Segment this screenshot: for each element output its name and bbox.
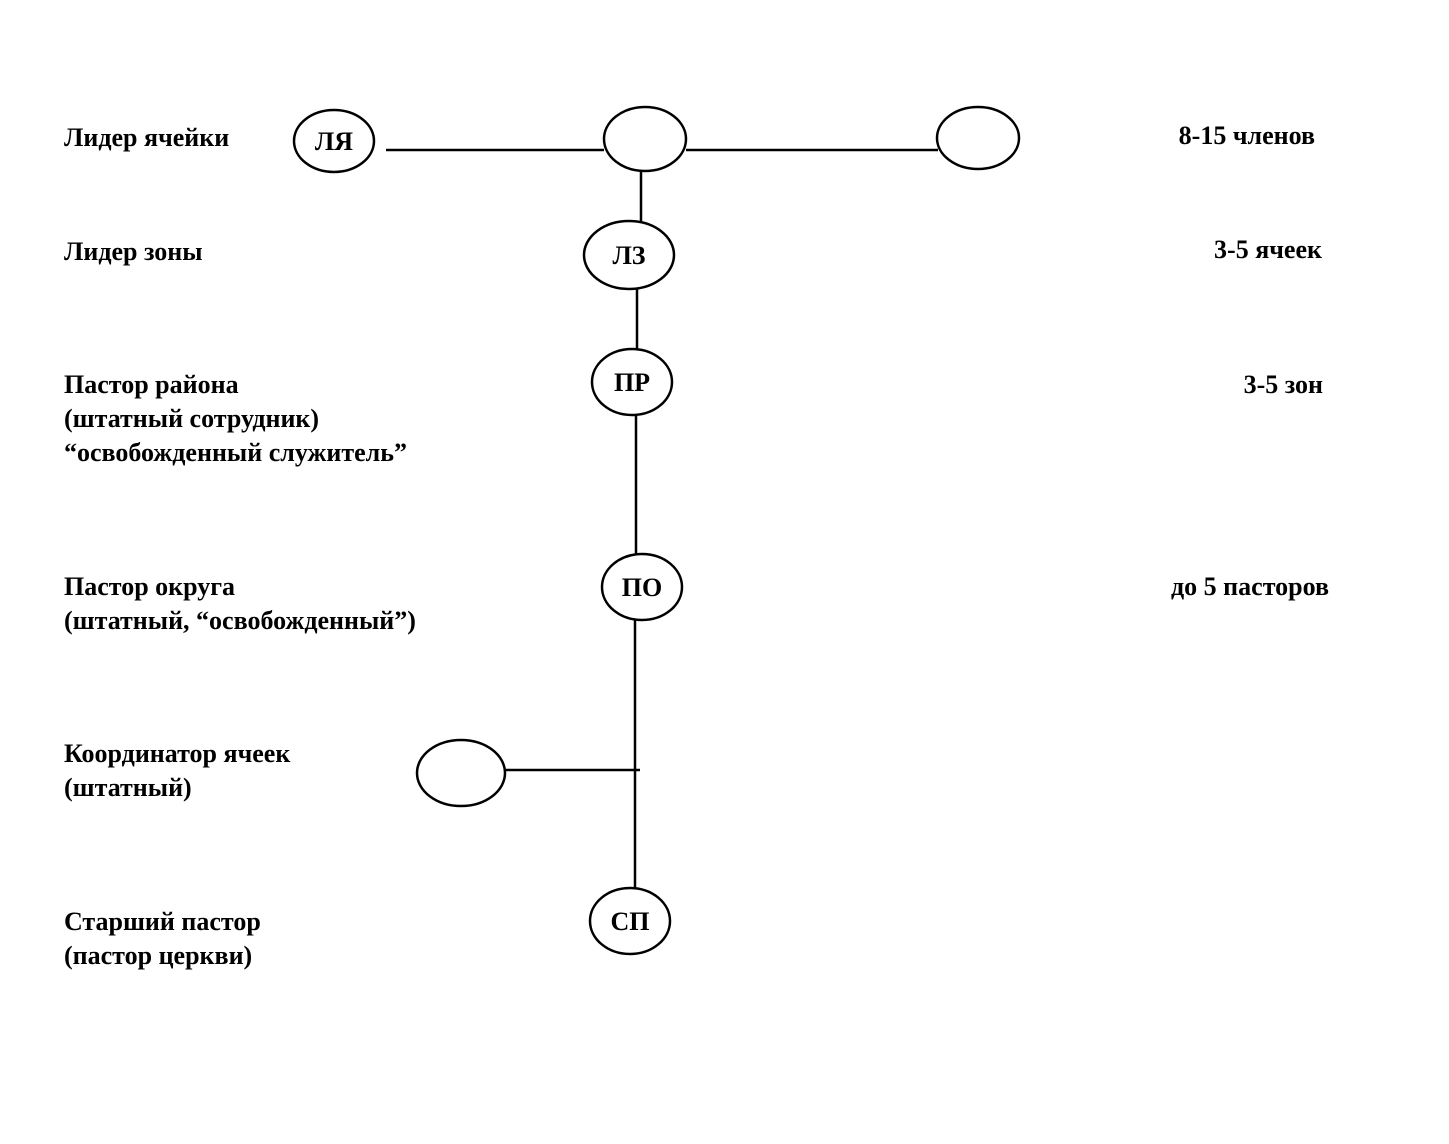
role-line: Пастор района [64,370,239,399]
role-line: (штатный, “освобожденный”) [64,606,416,635]
role-label-cell-leader: Лидер ячейки [64,121,229,155]
node-label-cell-leader: ЛЯ [315,127,353,156]
role-label-senior-pastor: Старший пастор (пастор церкви) [64,905,261,973]
role-label-cell-coordinator: Координатор ячеек (штатный) [64,737,290,805]
role-line: Пастор округа [64,572,236,601]
role-line: Лидер зоны [64,237,203,266]
role-label-district-pastor: Пастор района (штатный сотрудник) “освоб… [64,368,407,470]
role-label-zone-leader: Лидер зоны [64,235,203,269]
role-line: “освобожденный служитель” [64,438,407,467]
node-senior-pastor [588,886,672,956]
node-cell-member-center [602,105,688,173]
count-label-region: до 5 пасторов [1171,572,1329,601]
node-cell-member-right [935,105,1021,171]
role-line: Лидер ячейки [64,123,230,152]
node-region-pastor [600,552,684,622]
count-label-district: 3-5 зон [1243,370,1323,399]
node-cell-coordinator [415,738,507,808]
count-label-cell: 8-15 членов [1178,121,1315,150]
node-district-pastor [590,347,674,417]
node-label-zone-leader: ЛЗ [612,241,645,270]
role-label-region-pastor: Пастор округа (штатный, “освобожденный”) [64,570,416,638]
role-line: Старший пастор [64,907,261,936]
node-cell-leader [292,108,376,174]
node-zone-leader [582,219,676,291]
node-label-district-pastor: ПР [614,368,650,397]
role-line: (пастор церкви) [64,941,253,970]
node-label-region-pastor: ПО [622,573,662,602]
role-line: (штатный) [64,773,192,802]
role-line: Координатор ячеек [64,739,291,768]
count-label-zone: 3-5 ячеек [1214,235,1322,264]
role-line: (штатный сотрудник) [64,404,320,433]
node-label-senior-pastor: СП [611,907,650,936]
